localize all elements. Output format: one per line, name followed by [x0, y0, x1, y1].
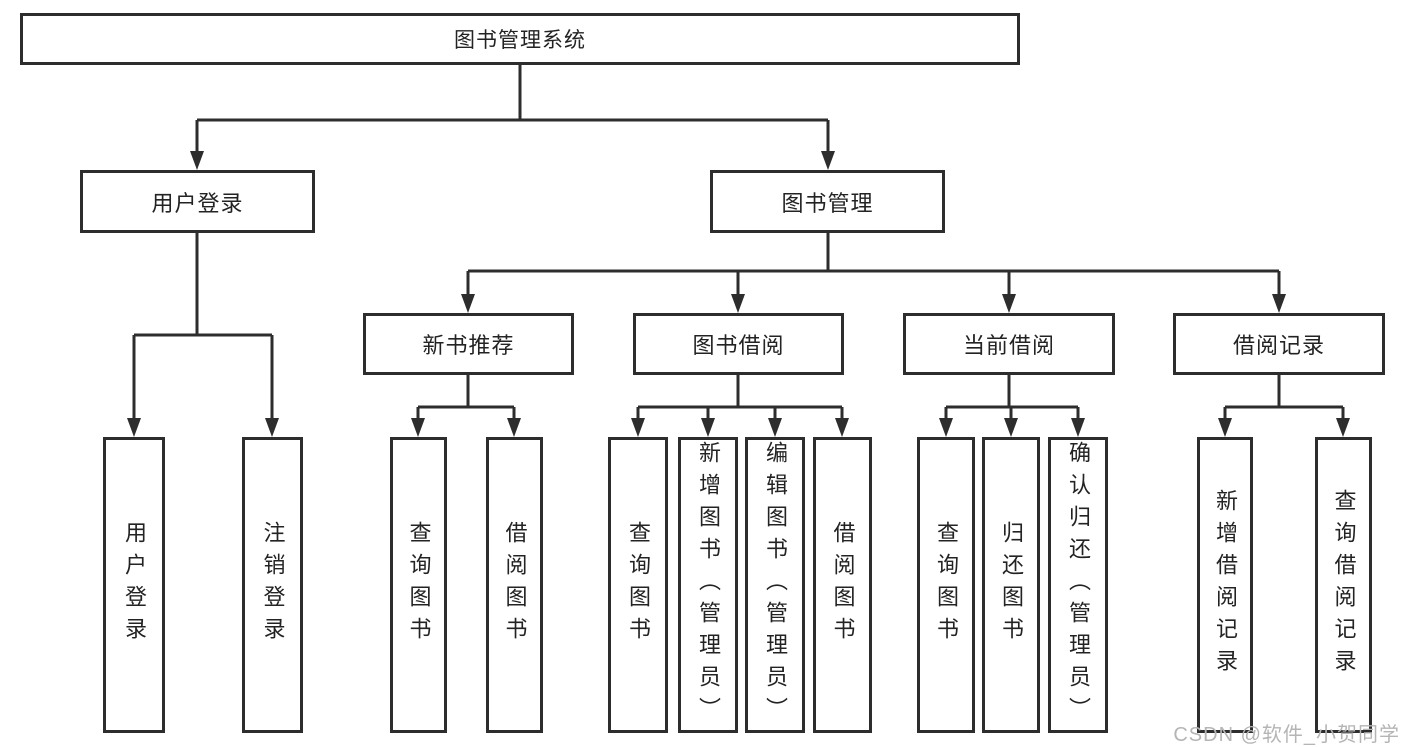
leaf-records-query-borrow-record-label: 查询借阅记录: [1331, 489, 1357, 681]
node-current-borrowing-label: 当前借阅: [962, 333, 1055, 358]
leaf-current-return-books-label: 归还图书: [999, 521, 1024, 649]
leaf-current-confirm-return-admin: 确认归还（管理员）: [1048, 437, 1108, 733]
leaf-current-query-books-label: 查询图书: [934, 521, 959, 649]
leaf-records-add-borrow-record: 新增借阅记录: [1197, 437, 1253, 733]
node-borrowing-records-label: 借阅记录: [1232, 333, 1325, 358]
node-new-book-recommendation-label: 新书推荐: [422, 333, 515, 358]
node-user-login: 用户登录: [80, 170, 315, 233]
node-library-system-label: 图书管理系统: [454, 29, 586, 52]
leaf-borrowing-edit-books-admin: 编辑图书（管理员）: [745, 437, 805, 733]
leaf-borrowing-query-books: 查询图书: [608, 437, 668, 733]
leaf-borrowing-borrow-books: 借阅图书: [813, 437, 872, 733]
leaf-user-login: 用户登录: [103, 437, 165, 733]
node-book-management: 图书管理: [710, 170, 945, 233]
node-new-book-recommendation: 新书推荐: [363, 313, 574, 375]
leaf-newrec-borrow-books-label: 借阅图书: [502, 521, 528, 649]
node-current-borrowing: 当前借阅: [903, 313, 1115, 375]
leaf-records-query-borrow-record: 查询借阅记录: [1315, 437, 1372, 733]
node-user-login-label: 用户登录: [151, 190, 244, 216]
arrowheads: [127, 151, 1350, 437]
node-library-system: 图书管理系统: [20, 13, 1020, 65]
leaf-current-confirm-return-admin-label: 确认归还（管理员）: [1066, 441, 1091, 729]
leaf-current-query-books: 查询图书: [917, 437, 975, 733]
leaf-newrec-query-books-label: 查询图书: [406, 521, 432, 649]
node-borrowing-records: 借阅记录: [1173, 313, 1385, 375]
leaf-borrowing-add-books-admin: 新增图书（管理员）: [678, 437, 738, 733]
leaf-user-login-label: 用户登录: [122, 521, 147, 649]
leaf-logout-login-label: 注销登录: [260, 521, 286, 649]
leaf-borrowing-borrow-books-label: 借阅图书: [830, 521, 856, 649]
leaf-newrec-borrow-books: 借阅图书: [486, 437, 543, 733]
node-book-borrowing-label: 图书借阅: [692, 333, 785, 358]
node-book-borrowing: 图书借阅: [633, 313, 844, 375]
leaf-current-return-books: 归还图书: [982, 437, 1040, 733]
csdn-watermark: CSDN @软件_小贺同学: [1173, 724, 1400, 746]
leaf-borrowing-edit-books-admin-label: 编辑图书（管理员）: [763, 441, 788, 729]
node-book-management-label: 图书管理: [781, 190, 874, 216]
leaf-logout-login: 注销登录: [242, 437, 303, 733]
leaf-borrowing-query-books-label: 查询图书: [626, 521, 651, 649]
leaf-borrowing-add-books-admin-label: 新增图书（管理员）: [696, 441, 721, 729]
leaf-newrec-query-books: 查询图书: [390, 437, 447, 733]
leaf-records-add-borrow-record-label: 新增借阅记录: [1213, 489, 1238, 681]
